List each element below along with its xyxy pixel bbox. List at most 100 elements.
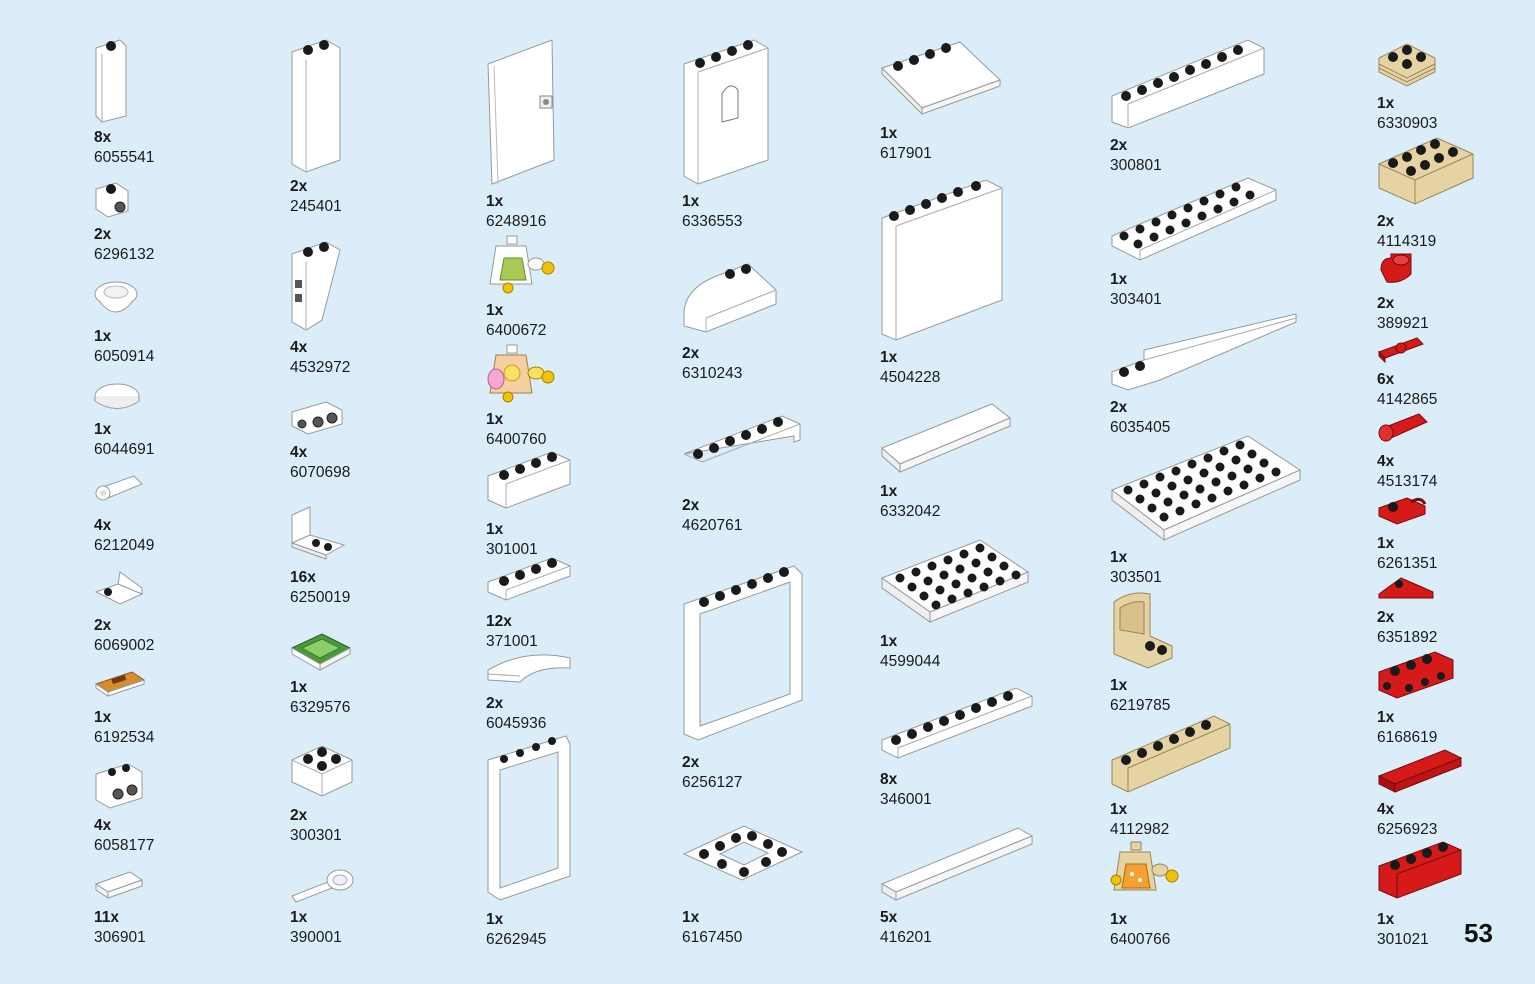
part-300801-qty: 2x [1110, 137, 1128, 154]
part-416201-qty: 5x [880, 909, 898, 926]
part-6256127-id: 6256127 [682, 774, 743, 791]
part-6035405-image [1111, 313, 1297, 391]
part-300301-qty: 2x [290, 807, 308, 824]
part-6219785-qty: 1x [1110, 677, 1128, 694]
part-306901-qty: 11x [94, 909, 120, 926]
part-6351892-id: 6351892 [1377, 629, 1438, 646]
part-346001-image [881, 687, 1033, 759]
part-4504228-qty: 1x [880, 349, 898, 366]
part-6167450-id: 6167450 [682, 929, 743, 946]
part-6336553-image [683, 39, 769, 185]
part-6055541-qty: 8x [94, 129, 112, 146]
part-6261351-id: 6261351 [1377, 555, 1438, 572]
part-301001-qty: 1x [486, 521, 504, 538]
part-6400760-id: 6400760 [486, 431, 547, 448]
part-6400672-qty: 1x [486, 302, 504, 319]
part-4599044-image [880, 539, 1030, 623]
part-6070698-id: 6070698 [290, 464, 351, 481]
part-6330903-id: 6330903 [1377, 115, 1438, 132]
part-4142865-qty: 6x [1377, 371, 1395, 388]
part-6400760-qty: 1x [486, 411, 504, 428]
part-4599044-qty: 1x [880, 633, 898, 650]
part-4532972-image [291, 241, 341, 331]
part-6310243-qty: 2x [682, 345, 700, 362]
part-6330903-qty: 1x [1377, 95, 1395, 112]
part-4532972-id: 4532972 [290, 359, 351, 376]
part-6248916-id: 6248916 [486, 213, 547, 230]
part-6035405-qty: 2x [1110, 399, 1128, 416]
part-346001-qty: 8x [880, 771, 898, 788]
part-6262945-image [487, 735, 571, 901]
part-371001-qty: 12x [486, 613, 512, 630]
part-4114319-image [1378, 137, 1474, 205]
part-617901-image [881, 41, 1001, 116]
part-4112982-qty: 1x [1110, 801, 1128, 818]
part-6336553-id: 6336553 [682, 213, 743, 230]
part-371001-id: 371001 [486, 633, 538, 650]
part-6329576-id: 6329576 [290, 699, 351, 716]
part-6212049-id: 6212049 [94, 537, 155, 554]
part-4532972-qty: 4x [290, 339, 308, 356]
part-6058177-image [95, 763, 143, 809]
part-6045936-image [487, 654, 571, 683]
part-6400672-image [489, 235, 555, 294]
part-4620761-qty: 2x [682, 497, 700, 514]
part-389921-id: 389921 [1377, 315, 1429, 332]
part-6332042-id: 6332042 [880, 503, 941, 520]
part-390001-image [291, 869, 354, 903]
part-6069002-id: 6069002 [94, 637, 155, 654]
part-6069002-image [94, 571, 144, 605]
part-300301-image [291, 745, 353, 797]
part-6192534-qty: 1x [94, 709, 112, 726]
part-6310243-image [683, 263, 777, 333]
part-6400766-image [1110, 841, 1179, 891]
part-6058177-qty: 4x [94, 817, 112, 834]
part-6400672-id: 6400672 [486, 322, 547, 339]
part-303501-qty: 1x [1110, 549, 1128, 566]
part-301021-id: 301021 [1377, 931, 1429, 948]
part-303401-id: 303401 [1110, 291, 1162, 308]
part-6058177-id: 6058177 [94, 837, 155, 854]
part-389921-qty: 2x [1377, 295, 1395, 312]
part-6192534-image [94, 671, 146, 697]
part-6296132-id: 6296132 [94, 246, 155, 263]
part-300801-id: 300801 [1110, 157, 1162, 174]
part-4513174-qty: 4x [1377, 453, 1395, 470]
part-4112982-id: 4112982 [1110, 821, 1170, 838]
part-6400760-image [487, 344, 555, 403]
part-306901-id: 306901 [94, 929, 146, 946]
part-6261351-qty: 1x [1377, 535, 1395, 552]
part-416201-image [880, 827, 1034, 901]
part-6250019-qty: 16x [290, 569, 316, 586]
part-6044691-id: 6044691 [94, 441, 155, 458]
part-303401-image [1111, 177, 1277, 261]
part-6296132-image [95, 182, 129, 218]
part-6045936-id: 6045936 [486, 715, 547, 732]
part-390001-id: 390001 [290, 929, 342, 946]
part-6069002-qty: 2x [94, 617, 112, 634]
part-4142865-image [1378, 337, 1424, 364]
part-6050914-image [94, 281, 138, 313]
part-6044691-qty: 1x [94, 421, 112, 438]
part-300301-id: 300301 [290, 827, 342, 844]
part-6055541-image [95, 39, 127, 123]
part-6250019-image [290, 506, 346, 560]
part-245401-qty: 2x [290, 178, 308, 195]
part-6400766-qty: 1x [1110, 911, 1128, 928]
part-4599044-id: 4599044 [880, 653, 941, 670]
part-6044691-image [94, 383, 140, 409]
part-6167450-qty: 1x [682, 909, 700, 926]
part-6256923-id: 6256923 [1377, 821, 1438, 838]
part-6400766-id: 6400766 [1110, 931, 1171, 948]
part-371001-image [487, 557, 571, 601]
part-6332042-qty: 1x [880, 483, 898, 500]
part-6250019-id: 6250019 [290, 589, 351, 606]
part-389921-image [1380, 253, 1412, 283]
part-6262945-id: 6262945 [486, 931, 547, 948]
part-303401-qty: 1x [1110, 271, 1128, 288]
part-346001-id: 346001 [880, 791, 932, 808]
part-6256923-image [1377, 749, 1463, 793]
part-4513174-id: 4513174 [1377, 473, 1438, 490]
part-6168619-image [1378, 651, 1454, 699]
